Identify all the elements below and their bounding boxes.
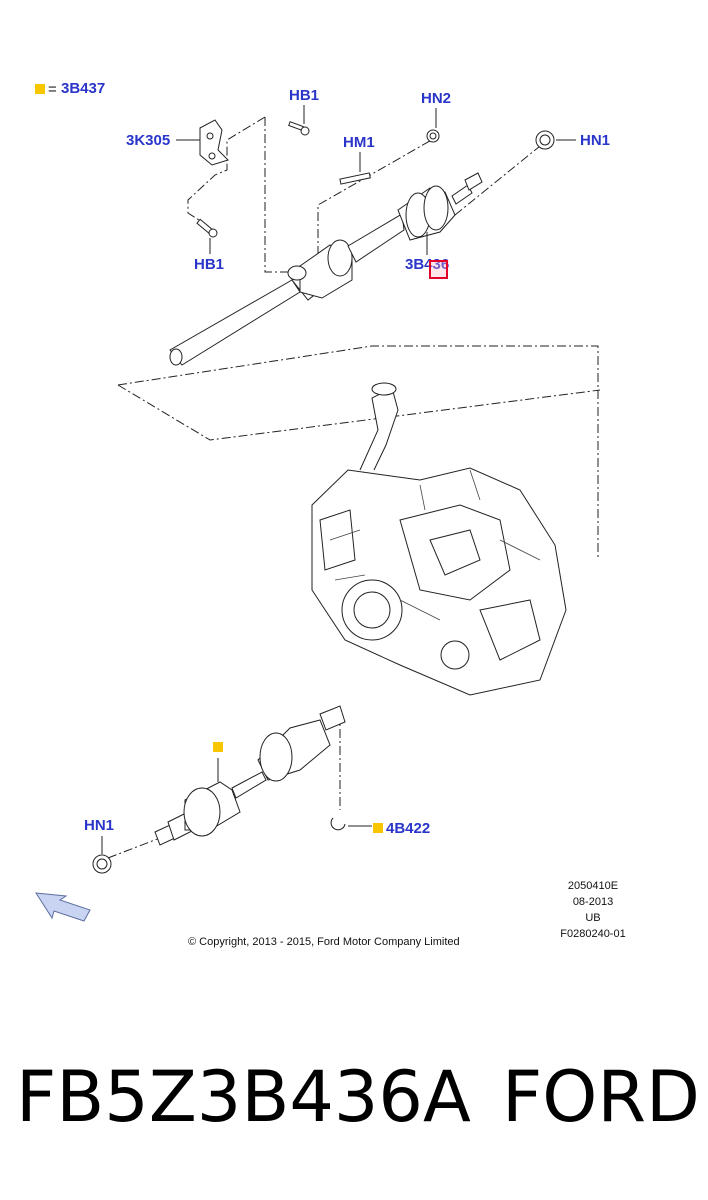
metadata-line: 2050410E bbox=[567, 880, 619, 892]
callout-3k305: 3K305 bbox=[126, 132, 171, 149]
metadata-line: 08-2013 bbox=[572, 896, 614, 908]
copyright-text: © Copyright, 2013 - 2015, Ford Motor Com… bbox=[188, 936, 460, 948]
arrow-icon bbox=[35, 892, 91, 922]
leader-lines bbox=[101, 105, 576, 854]
highlight-box bbox=[429, 260, 448, 279]
callout-hb1-left: HB1 bbox=[194, 256, 225, 273]
drawing-metadata: 2050410E 08-2013 UB F0280240-01 bbox=[548, 878, 638, 942]
exploded-parts-diagram bbox=[35, 105, 601, 922]
callout-hn2: HN2 bbox=[421, 90, 452, 107]
marker-square-icon bbox=[373, 823, 383, 833]
callout-hb1-top: HB1 bbox=[289, 87, 320, 104]
marker-square-icon bbox=[213, 742, 223, 752]
legend-equals: = bbox=[48, 81, 57, 98]
callout-hn1-top: HN1 bbox=[580, 132, 611, 149]
fasteners bbox=[92, 121, 555, 874]
legend-marker-icon bbox=[35, 84, 45, 94]
part-number: FB5Z3B436A bbox=[16, 1056, 471, 1138]
brand-name: FORD bbox=[502, 1056, 700, 1138]
support-bracket bbox=[199, 119, 229, 166]
callout-hm1: HM1 bbox=[343, 134, 375, 151]
metadata-line: UB bbox=[585, 912, 601, 924]
callout-4b422: 4B422 bbox=[386, 820, 431, 837]
transmission-details bbox=[329, 469, 541, 621]
metadata-line: F0280240-01 bbox=[560, 928, 626, 940]
lower-halfshaft bbox=[154, 705, 346, 846]
transmission-housing bbox=[311, 382, 567, 696]
callout-hn1-bottom: HN1 bbox=[84, 817, 115, 834]
legend-label: 3B437 bbox=[61, 80, 106, 97]
upper-halfshaft bbox=[169, 172, 483, 366]
